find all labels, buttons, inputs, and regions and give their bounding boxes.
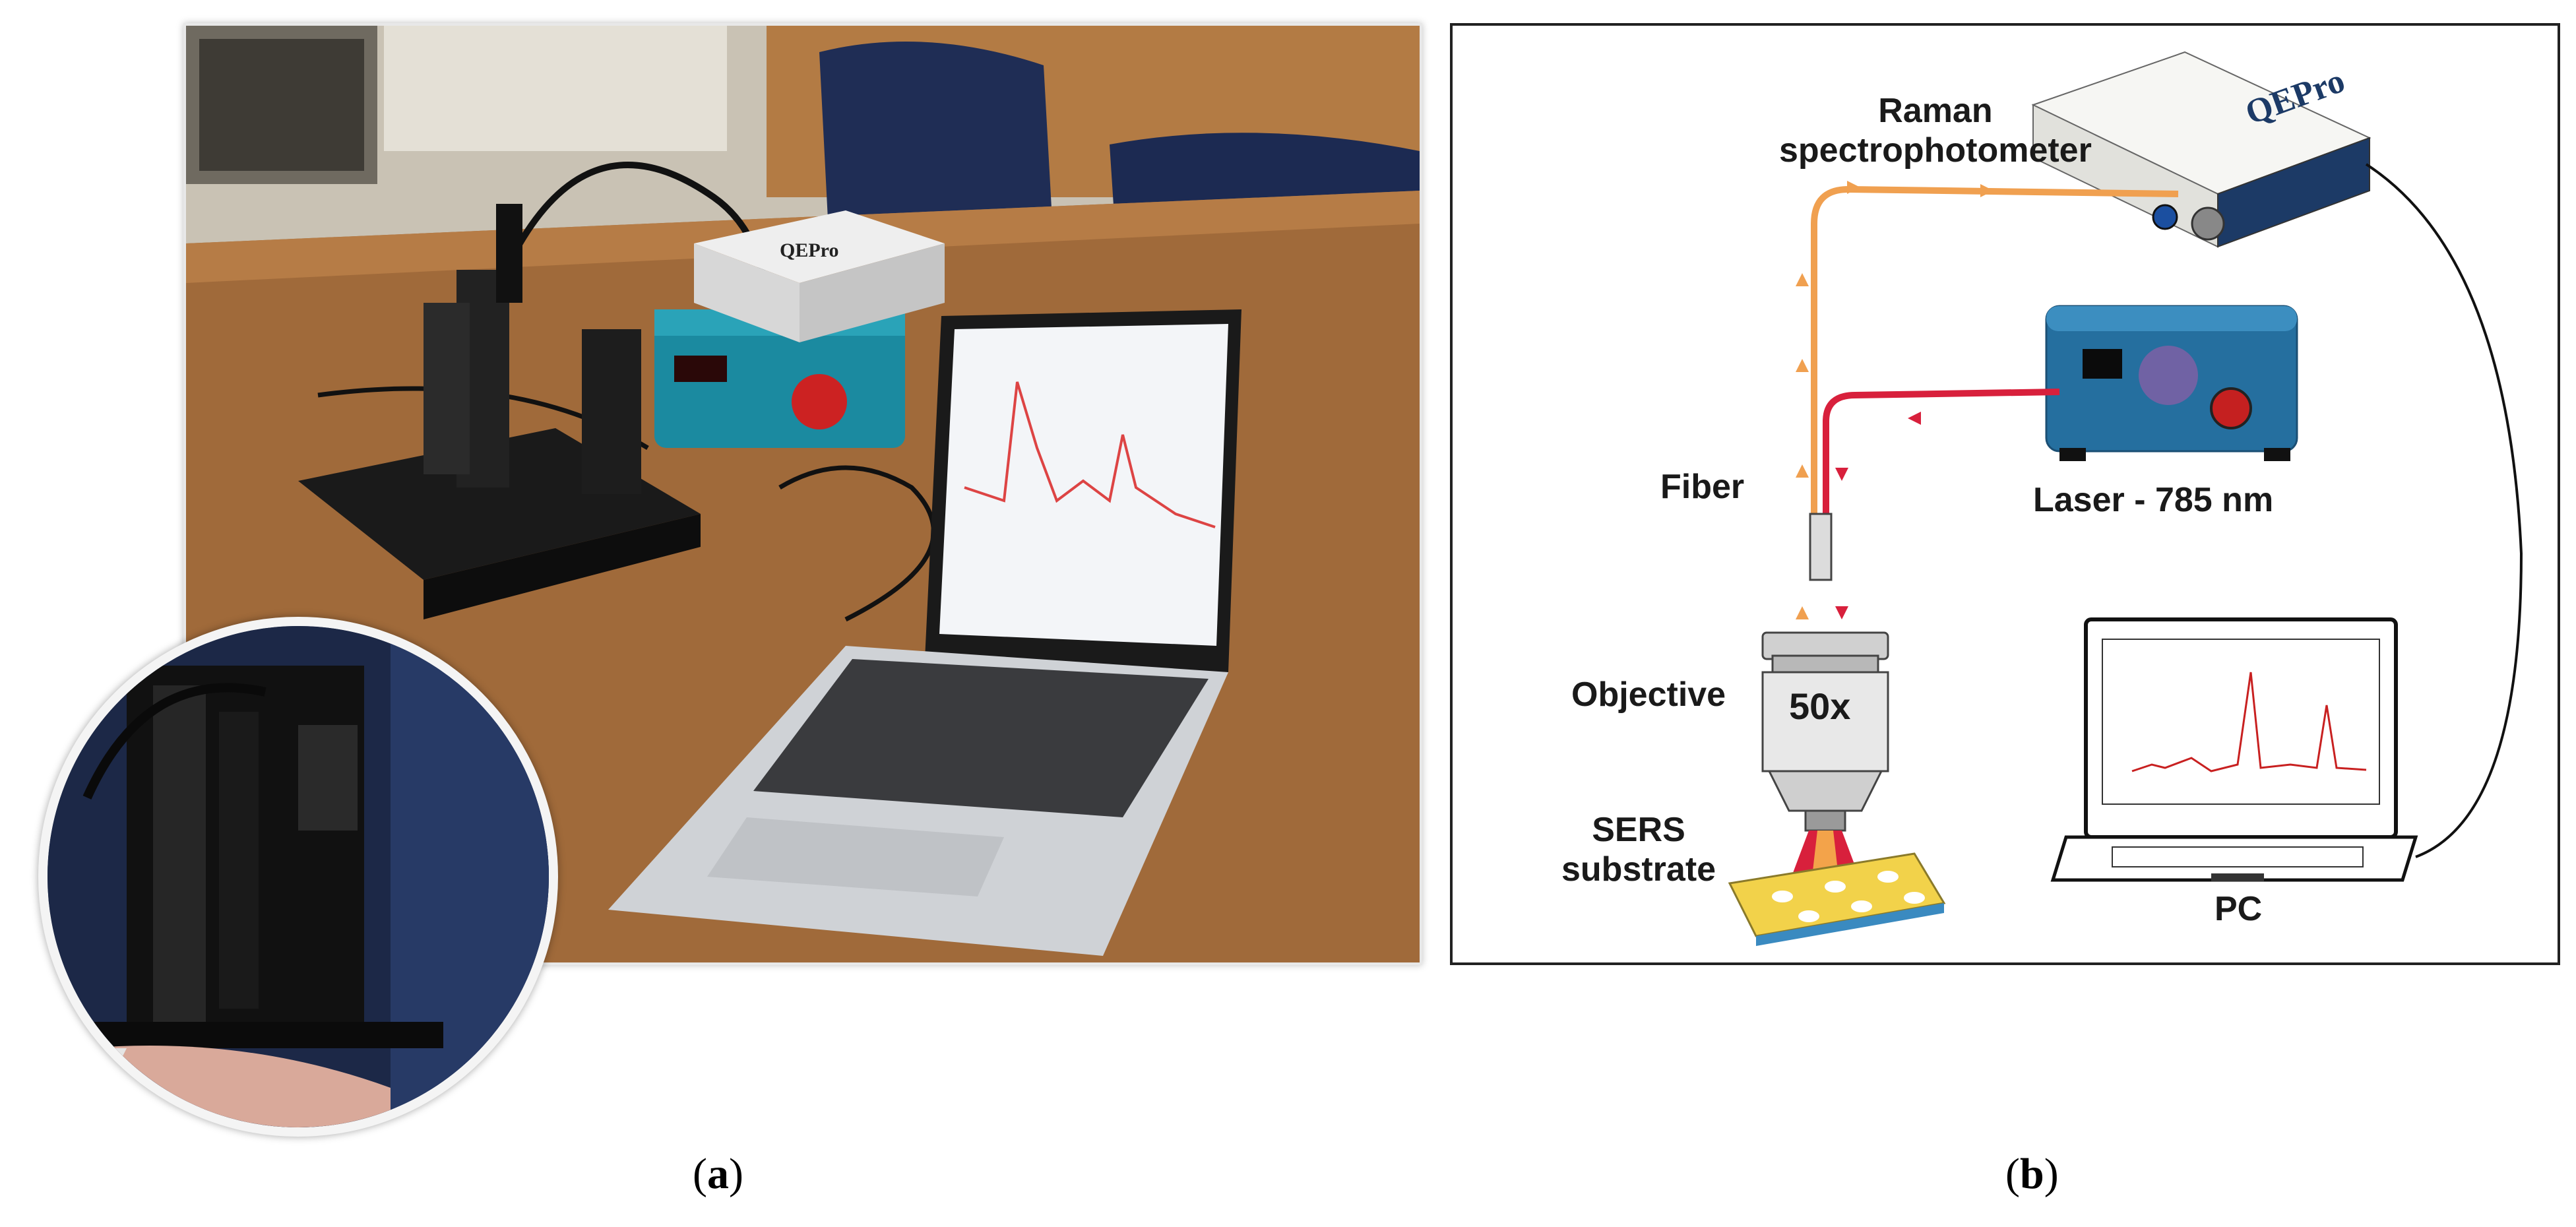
fiber-connector xyxy=(1809,513,1833,581)
photo-spectrometer-logo: QEPro xyxy=(780,239,838,261)
laser-label: Laser - 785 nm xyxy=(2033,481,2274,519)
spectrometer-device: QEPro xyxy=(2031,51,2372,248)
sers-substrate-label: SERS substrate xyxy=(1561,811,1716,889)
laser-device xyxy=(2045,305,2298,461)
fiber-label: Fiber xyxy=(1660,468,1745,506)
handheld-probe-inset xyxy=(38,617,558,1137)
pc-laptop xyxy=(2050,617,2418,882)
panel-b-label: (b) xyxy=(2005,1150,2059,1198)
pc-label: PC xyxy=(2215,890,2263,928)
pc-cable xyxy=(2365,163,2523,858)
setup-photo: QEPro xyxy=(183,23,1422,965)
collection-direction-arrows xyxy=(1796,181,1994,619)
schematic-diagram: QEPro xyxy=(1450,23,2560,965)
magnification-label: 50x xyxy=(1789,685,1851,727)
excitation-fiber xyxy=(1823,389,2060,573)
excitation-direction-arrows xyxy=(1835,412,1921,619)
spectrometer-label: Raman spectrophotometer xyxy=(1779,92,2092,170)
collection-fiber xyxy=(1811,185,2179,573)
panel-a-label: (a) xyxy=(693,1150,743,1198)
objective-label: Objective xyxy=(1571,676,1726,714)
sers-substrate xyxy=(1728,852,1946,946)
objective-lens xyxy=(1761,631,1889,832)
